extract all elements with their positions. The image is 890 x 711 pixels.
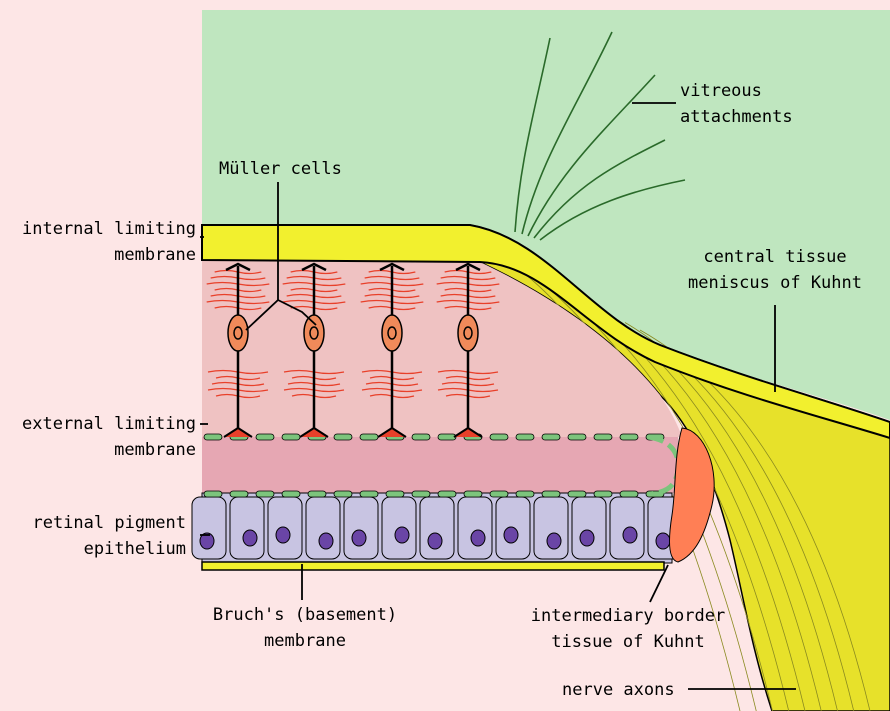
rpe-nucleus: [547, 533, 561, 549]
membrane-dash: [438, 434, 456, 440]
membrane-dash: [516, 434, 534, 440]
rpe-nucleus: [656, 533, 670, 549]
membrane-dash: [282, 434, 300, 440]
rpe-cell: [192, 497, 226, 559]
membrane-dash: [360, 434, 378, 440]
rpe-cell: [230, 497, 264, 559]
retinal-pigment-epithelium-label: retinal pigment epithelium: [8, 510, 186, 562]
rpe-nucleus: [504, 527, 518, 543]
membrane-dash: [516, 491, 534, 497]
muller-nucleus: [234, 327, 242, 339]
membrane-dash: [204, 491, 222, 497]
membrane-dash: [542, 434, 560, 440]
rpe-cell: [306, 497, 340, 559]
rpe-cell: [572, 497, 606, 559]
membrane-dash: [620, 491, 638, 497]
rpe-nucleus: [276, 527, 290, 543]
nerve-axons-label: nerve axons: [562, 677, 675, 703]
rpe-nucleus: [395, 527, 409, 543]
membrane-dash: [490, 491, 508, 497]
membrane-dash: [282, 491, 300, 497]
membrane-dash: [464, 491, 482, 497]
external-limiting-membrane-label: external limiting membrane: [2, 411, 196, 463]
central-tissue-meniscus-label: central tissue meniscus of Kuhnt: [672, 244, 878, 296]
membrane-dash: [594, 434, 612, 440]
membrane-dash: [412, 491, 430, 497]
muller-nucleus: [464, 327, 472, 339]
membrane-dash: [542, 491, 560, 497]
rpe-cell: [344, 497, 378, 559]
vitreous-attachments-label: vitreous attachments: [680, 78, 793, 130]
membrane-dash: [256, 434, 274, 440]
membrane-dash: [360, 491, 378, 497]
bruchs-membrane: [202, 562, 664, 570]
rpe-nucleus: [243, 530, 257, 546]
membrane-dash: [386, 491, 404, 497]
rpe-nucleus: [623, 527, 637, 543]
intermediary-border-tissue-label: intermediary border tissue of Kuhnt: [510, 603, 746, 655]
photoreceptor-outer-layer: [202, 437, 678, 493]
membrane-dash: [308, 491, 326, 497]
membrane-dash: [412, 434, 430, 440]
rpe-cell: [534, 497, 568, 559]
membrane-dash: [256, 491, 274, 497]
rpe-nucleus: [580, 530, 594, 546]
membrane-dash: [204, 434, 222, 440]
rpe-nucleus: [471, 530, 485, 546]
muller-cells-label: Müller cells: [219, 156, 342, 182]
rpe-nucleus: [352, 530, 366, 546]
rpe-cell: [458, 497, 492, 559]
rpe-nucleus: [319, 533, 333, 549]
rpe-cell: [420, 497, 454, 559]
bruchs-membrane-label: Bruch's (basement) membrane: [190, 602, 420, 654]
membrane-dash: [620, 434, 638, 440]
internal-limiting-membrane-label: internal limiting membrane: [8, 216, 196, 268]
membrane-dash: [490, 434, 508, 440]
rpe-nucleus: [428, 533, 442, 549]
membrane-dash: [230, 491, 248, 497]
muller-nucleus: [388, 327, 396, 339]
membrane-dash: [438, 491, 456, 497]
membrane-dash: [568, 434, 586, 440]
membrane-dash: [334, 434, 352, 440]
membrane-dash: [568, 491, 586, 497]
muller-nucleus: [310, 327, 318, 339]
membrane-dash: [334, 491, 352, 497]
membrane-dash: [594, 491, 612, 497]
